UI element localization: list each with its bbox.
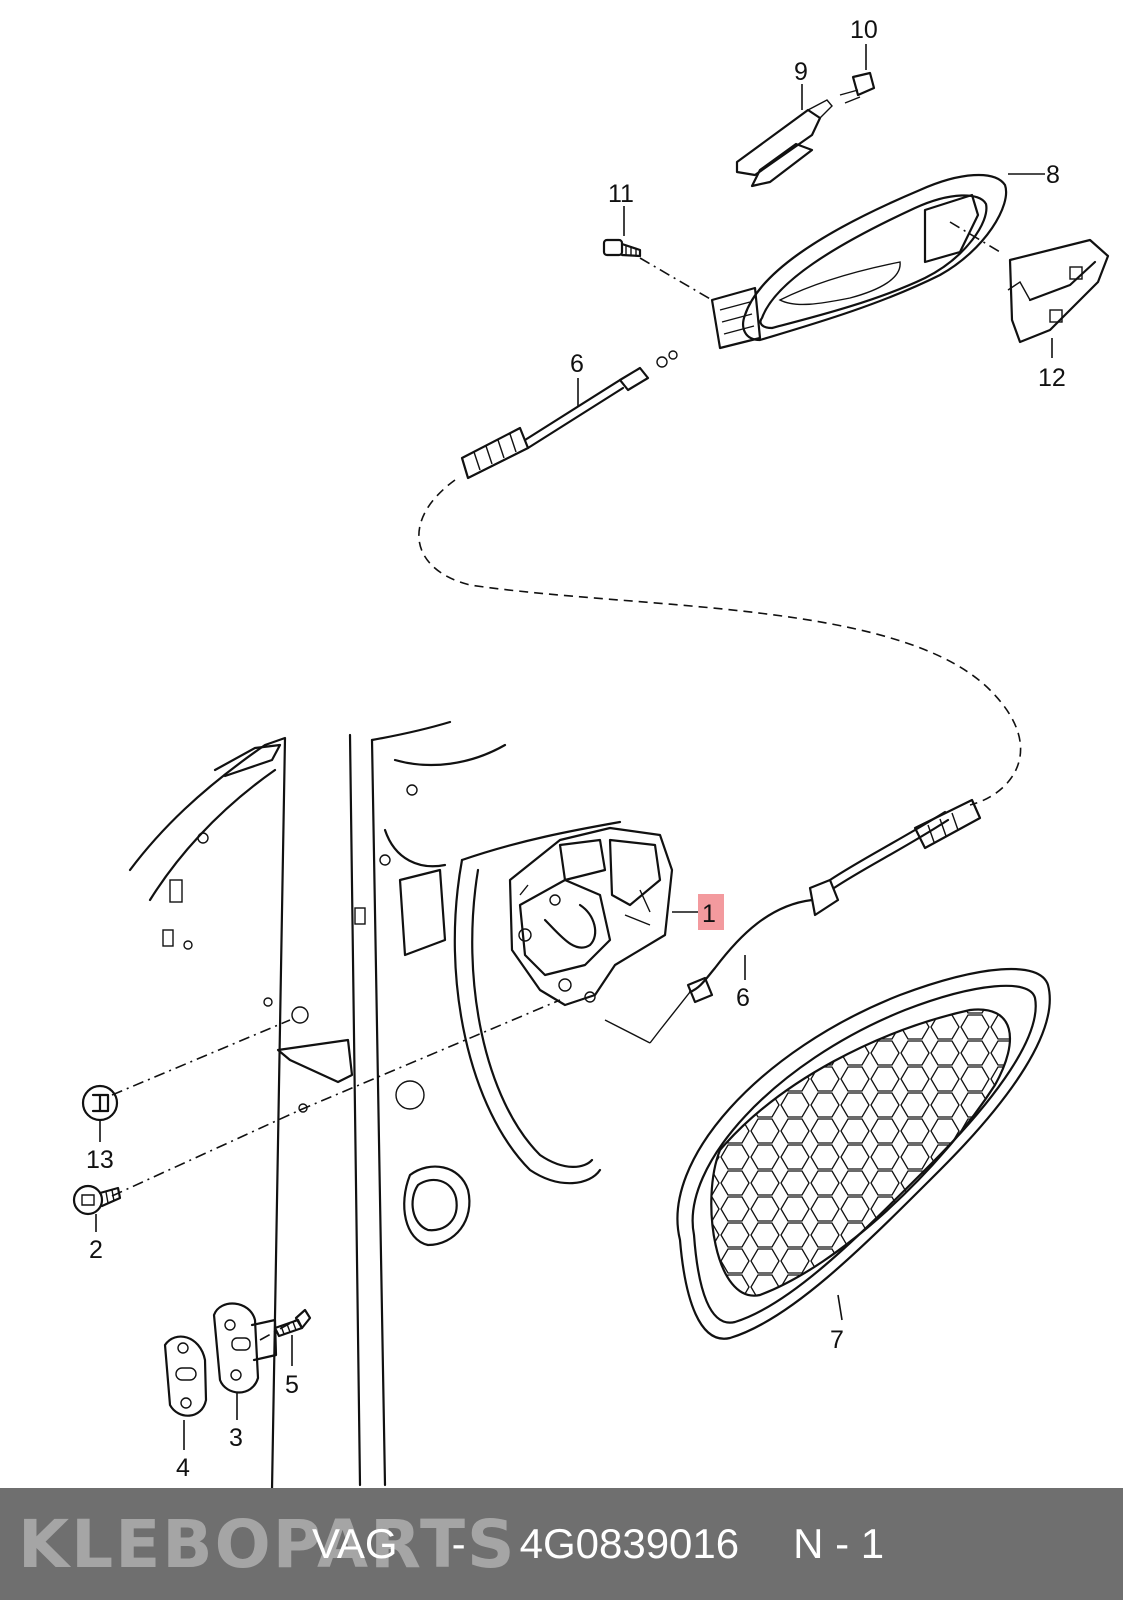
brand-name: VAG (312, 1520, 398, 1567)
part-10-connector (839, 71, 876, 104)
part-4-shim (163, 1335, 208, 1417)
part-8-interior-handle (710, 173, 1008, 350)
part-reference: VAG - 4G0839016 N - 1 (312, 1520, 884, 1568)
exploded-parts-diagram: 1 2 3 4 5 6 6 7 8 9 10 11 12 13 (72, 16, 1110, 1488)
part-7-grille (676, 967, 1051, 1340)
watermark-logo: KLEBOPARTS (18, 1506, 517, 1583)
part-13-grommet (81, 1084, 119, 1122)
callout-6-upper: 6 (570, 350, 584, 378)
callout-11: 11 (608, 180, 634, 208)
cable-route-dashed (418, 479, 1022, 806)
part-number: 4G0839016 (519, 1520, 740, 1567)
part-6-cable-upper (460, 350, 678, 480)
door-body (128, 720, 622, 1488)
callout-4: 4 (176, 1454, 190, 1482)
part-11-screw (602, 238, 642, 258)
part-12-switch (1007, 238, 1110, 344)
callout-2: 2 (89, 1236, 103, 1264)
item-ref: N - 1 (793, 1520, 885, 1567)
leader-lines (111, 221, 1001, 1341)
part-1-door-lock (508, 826, 674, 1007)
callout-12: 12 (1038, 364, 1066, 392)
callout-6-lower: 6 (736, 984, 750, 1012)
part-9-bracket (735, 99, 833, 188)
callout-8: 8 (1046, 161, 1060, 189)
callout-1-highlight (698, 894, 724, 930)
part-3-striker (212, 1302, 278, 1394)
part-6-cable-lower (604, 798, 982, 1044)
callout-9: 9 (794, 58, 808, 86)
callout-5: 5 (285, 1371, 299, 1399)
callout-13: 13 (86, 1146, 114, 1174)
part-5-screw (273, 1308, 312, 1338)
callout-3: 3 (229, 1424, 243, 1452)
callout-10: 10 (850, 16, 878, 44)
callout-1: 1 (702, 900, 716, 928)
callout-7: 7 (830, 1326, 844, 1354)
callouts: 1 2 3 4 5 6 6 7 8 9 10 11 12 13 (86, 16, 1066, 1482)
separator: - (451, 1520, 466, 1567)
part-2-bolt (72, 1184, 122, 1216)
footer-bar: KLEBOPARTS VAG - 4G0839016 N - 1 (0, 1488, 1123, 1600)
